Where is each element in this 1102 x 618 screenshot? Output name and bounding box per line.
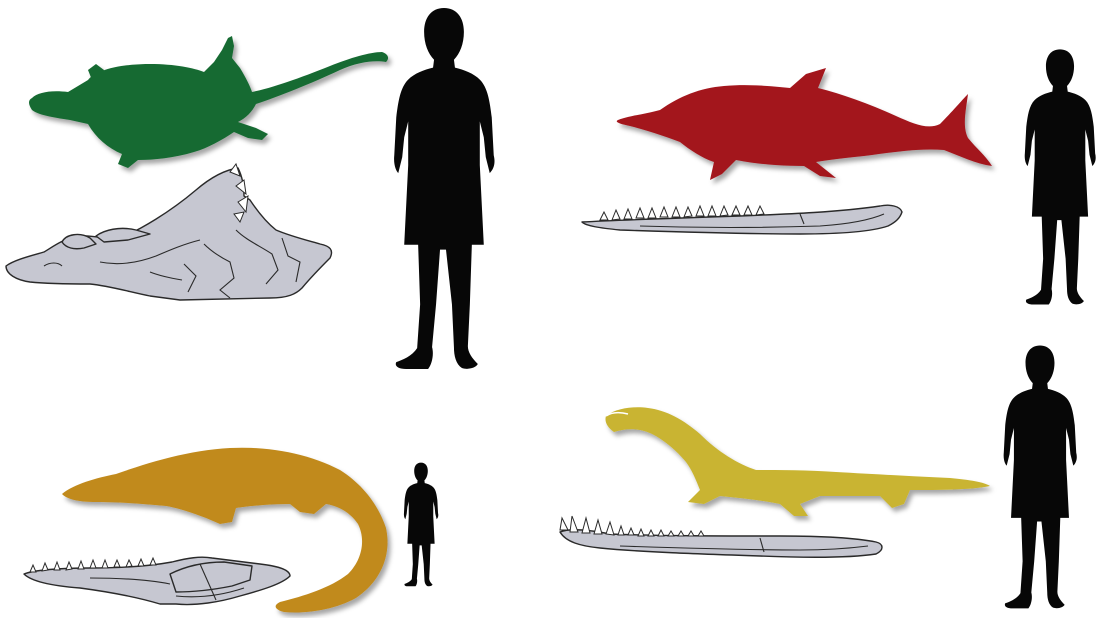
turtle-silhouette-icon bbox=[29, 36, 388, 168]
human-silhouette-icon bbox=[1004, 345, 1077, 608]
human-silhouette-icon bbox=[1025, 49, 1096, 304]
ichthyosaur-silhouette-icon bbox=[617, 68, 992, 180]
human-silhouette-icon bbox=[394, 8, 494, 369]
jaw-fossil-icon bbox=[24, 557, 290, 604]
panel-top-right bbox=[582, 49, 1096, 304]
jaw-fossil-icon bbox=[582, 205, 902, 234]
plesiosaur-silhouette-icon bbox=[605, 407, 990, 516]
jaw-fossil-icon bbox=[560, 516, 882, 557]
human-silhouette-icon bbox=[404, 463, 438, 587]
panel-bottom-left bbox=[24, 448, 438, 613]
skull-fossil-icon bbox=[6, 164, 332, 300]
panel-top-left bbox=[6, 8, 495, 369]
panel-bottom-right bbox=[560, 345, 1077, 608]
